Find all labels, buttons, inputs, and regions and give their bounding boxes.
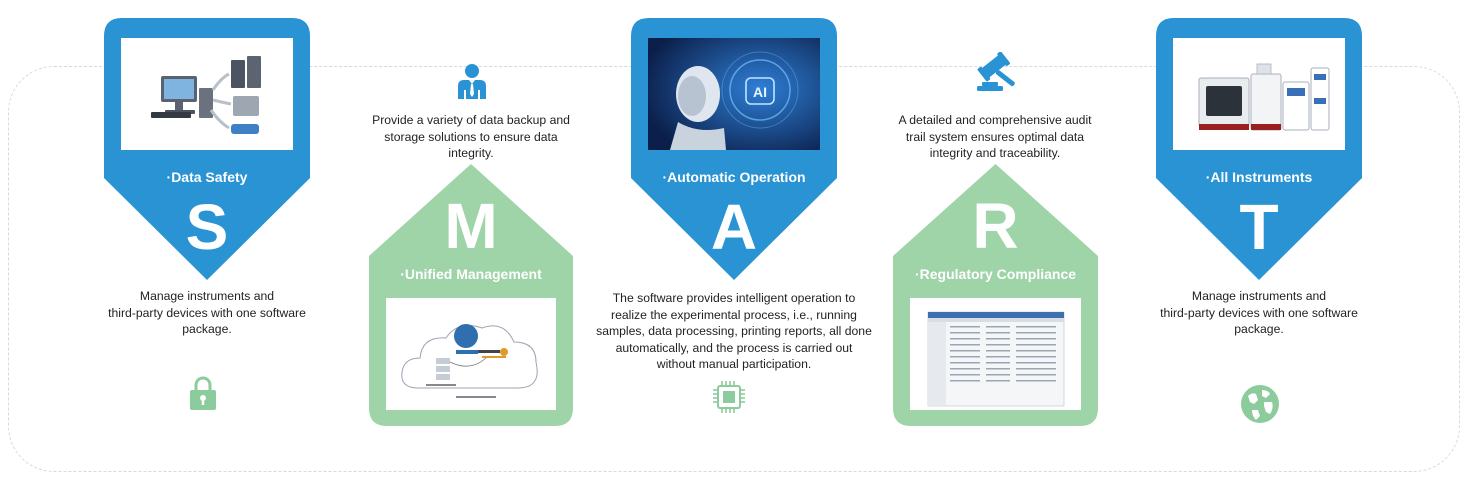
pentagon-title: ·Data Safety bbox=[166, 169, 248, 185]
ai-robot-image: AI bbox=[648, 38, 820, 150]
pentagon-title: ·Unified Management bbox=[400, 266, 542, 282]
unified-management-image bbox=[386, 298, 556, 410]
lock-icon bbox=[188, 375, 218, 411]
description-automatic-operation: The software provides intelligent operat… bbox=[596, 291, 872, 371]
pentagon-regulatory-compliance: R ·Regulatory Compliance bbox=[893, 164, 1098, 426]
pentagon-all-instruments: ·All Instruments T bbox=[1156, 18, 1362, 280]
pentagon-title: ·All Instruments bbox=[1205, 169, 1313, 185]
pentagon-letter: S bbox=[185, 191, 229, 263]
ai-chip-label: AI bbox=[753, 84, 767, 100]
audit-trail-screenshot bbox=[910, 298, 1081, 410]
description-all-instruments: Manage instruments and third-party devic… bbox=[1160, 289, 1358, 336]
description-unified-management: Provide a variety of data backup and sto… bbox=[372, 113, 570, 160]
pentagon-unified-management: M ·Unified Management bbox=[369, 164, 573, 426]
businessman-icon bbox=[453, 62, 491, 100]
data-safety-image bbox=[121, 38, 293, 150]
pentagon-letter: T bbox=[1239, 191, 1279, 263]
pentagon-letter: A bbox=[710, 191, 758, 263]
pentagon-title: ·Automatic Operation bbox=[662, 169, 806, 185]
pentagon-letter: R bbox=[972, 190, 1019, 262]
gavel-icon bbox=[973, 51, 1023, 94]
pentagon-letter: M bbox=[444, 190, 498, 262]
globe-icon bbox=[1240, 384, 1280, 424]
description-regulatory-compliance: A detailed and comprehensive audit trail… bbox=[898, 113, 1092, 160]
pentagon-automatic-operation: AI ·Automatic Operation A bbox=[631, 18, 837, 280]
pentagon-data-safety: ·Data Safety S bbox=[104, 18, 310, 280]
pentagon-title: ·Regulatory Compliance bbox=[914, 266, 1077, 282]
chip-icon bbox=[712, 380, 746, 414]
instruments-image bbox=[1173, 38, 1345, 150]
description-data-safety: Manage instruments and third-party devic… bbox=[108, 289, 306, 336]
